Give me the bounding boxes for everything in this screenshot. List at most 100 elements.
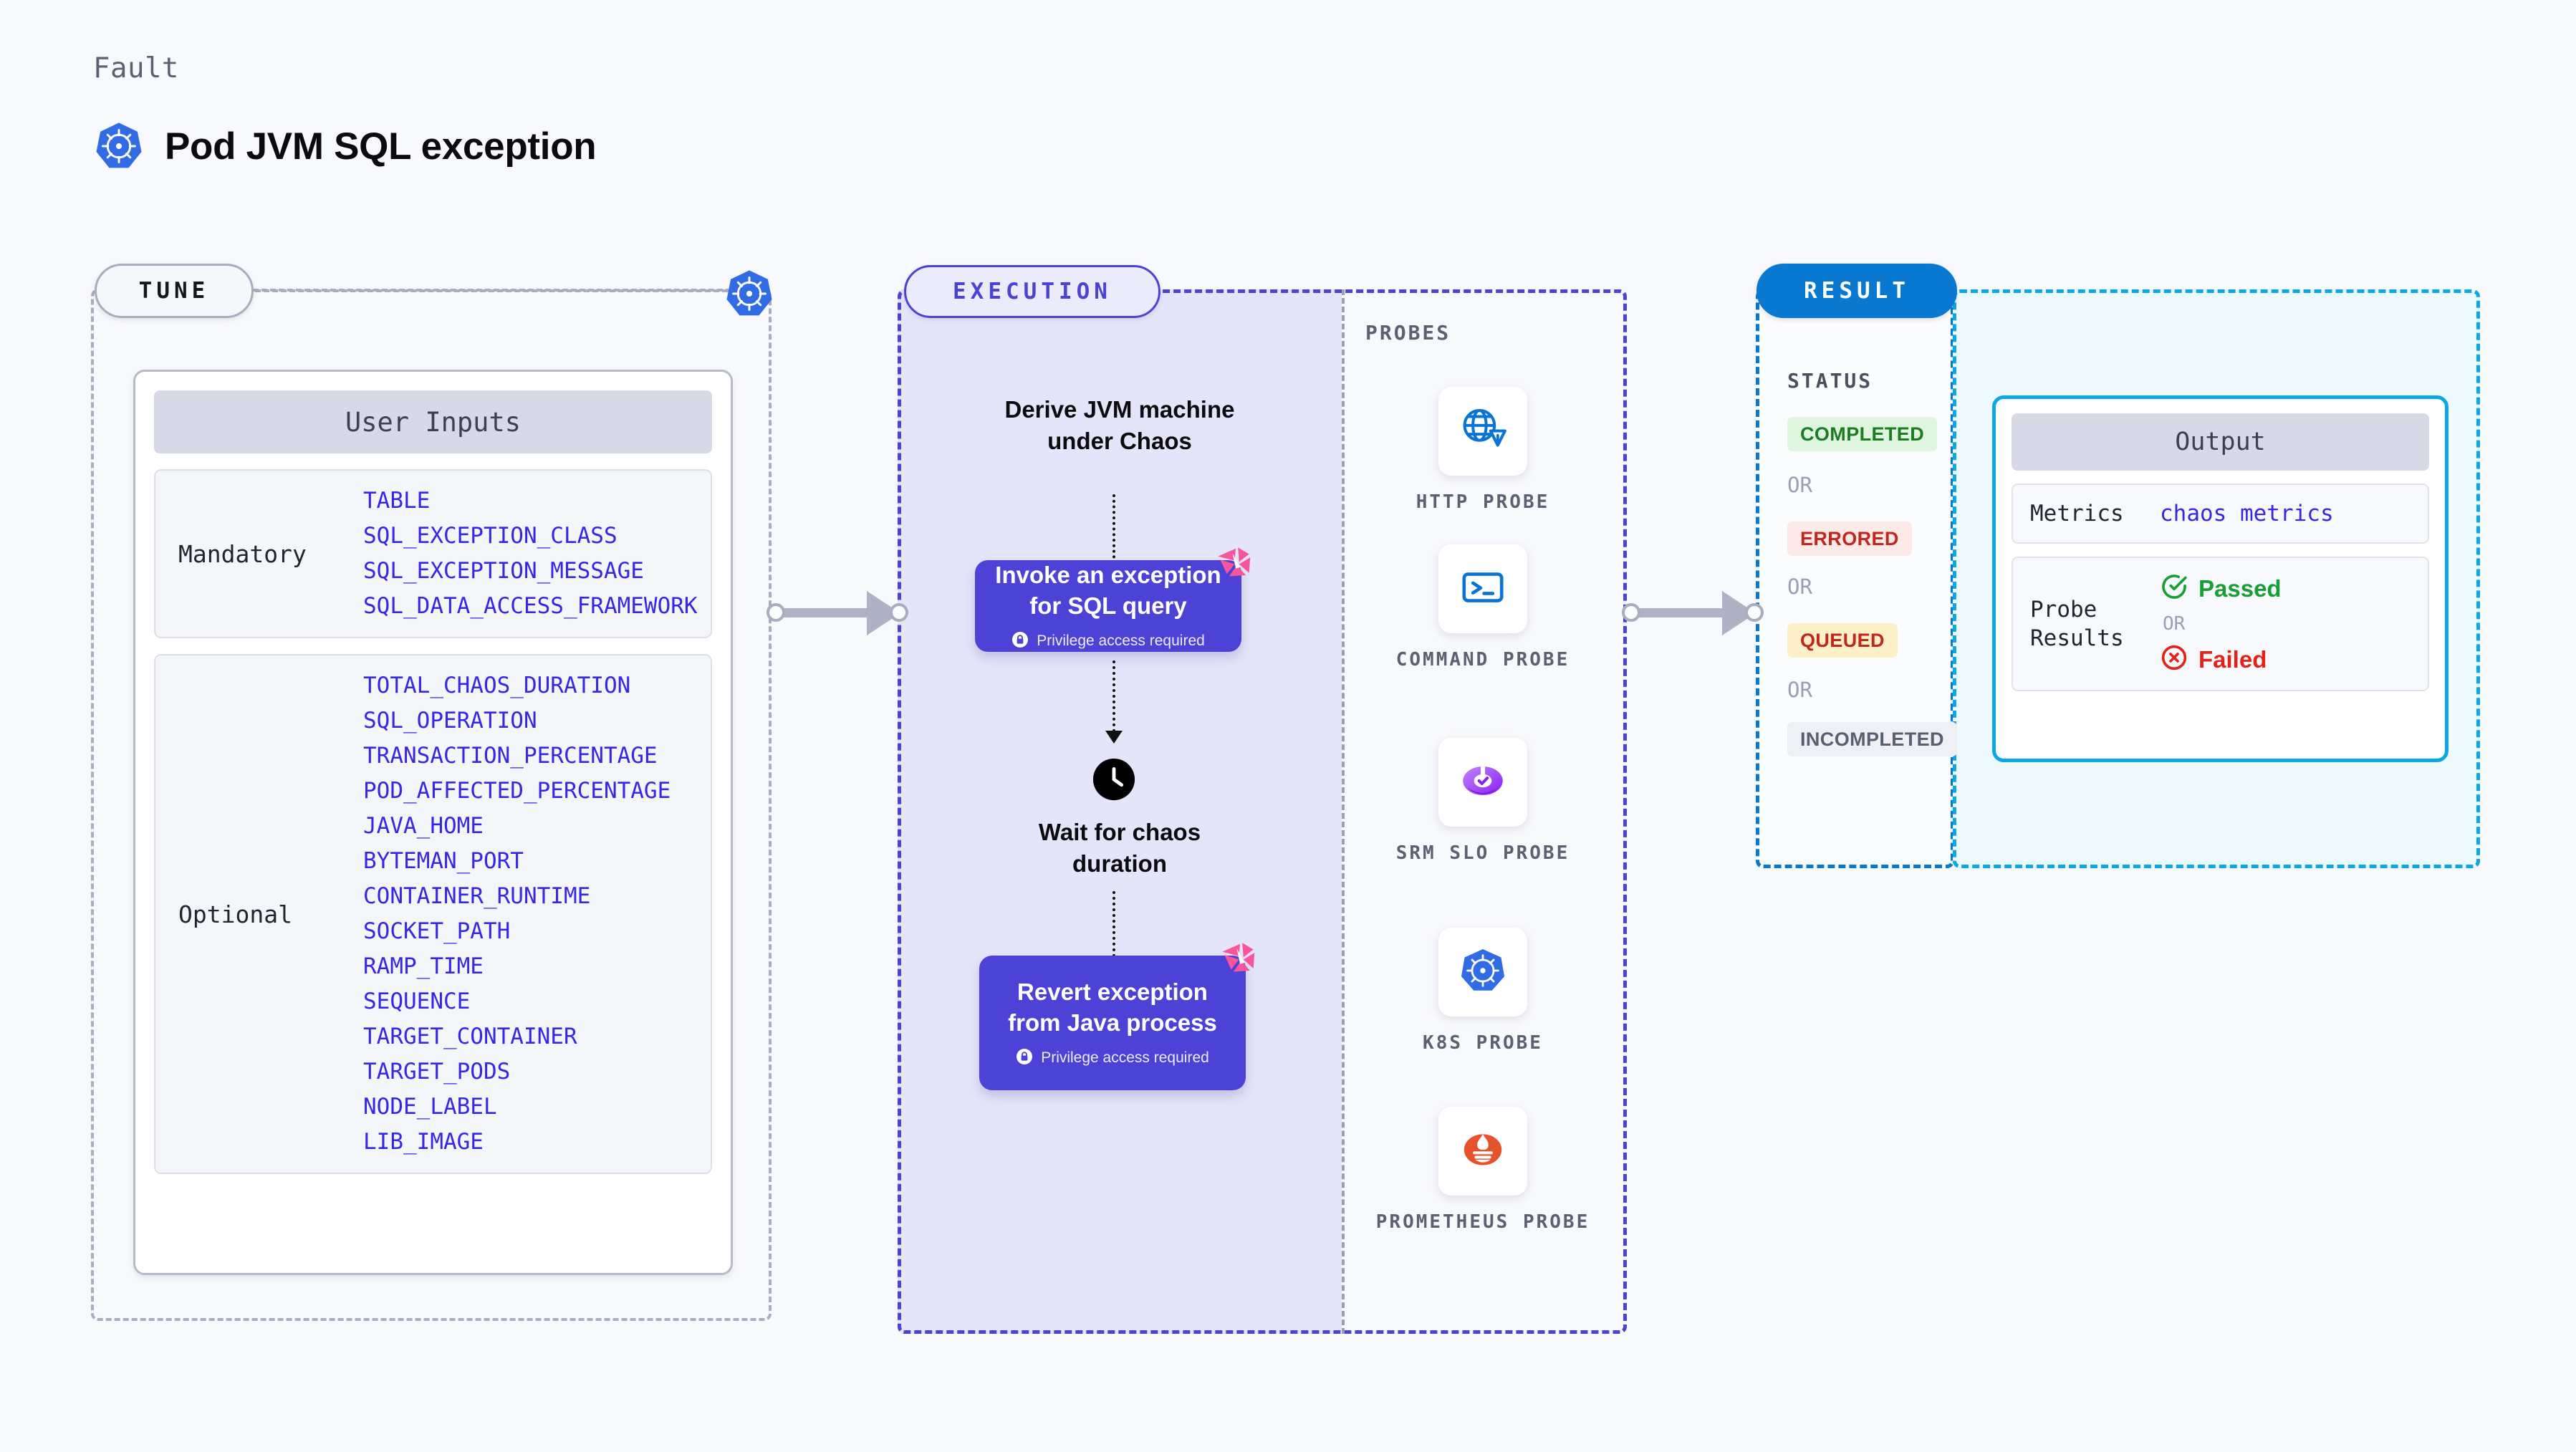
list-item[interactable]: RAMP_TIME: [363, 953, 484, 979]
probes-label: PROBES: [1365, 321, 1451, 345]
execution-panel: [898, 289, 1627, 1334]
list-item[interactable]: SQL_EXCEPTION_CLASS: [363, 523, 617, 549]
litmus-badge-icon: [1211, 543, 1256, 587]
status-badge-incompleted: INCOMPLETED: [1787, 722, 1957, 756]
execution-panel-fill: [898, 289, 1342, 1334]
list-item[interactable]: LIB_IMAGE: [363, 1129, 484, 1155]
privilege-note: Privilege access required: [1016, 1048, 1209, 1069]
probe-label: HTTP PROBE: [1416, 491, 1550, 513]
probes-divider: [1342, 289, 1345, 1334]
flow-arrow-2-head: [1105, 731, 1123, 744]
user-inputs-card: User Inputs Mandatory TABLE SQL_EXCEPTIO…: [133, 370, 733, 1275]
lock-icon: [1016, 1048, 1033, 1069]
list-item[interactable]: JAVA_HOME: [363, 813, 484, 839]
list-item[interactable]: SQL_EXCEPTION_MESSAGE: [363, 558, 644, 584]
list-item[interactable]: BYTEMAN_PORT: [363, 848, 524, 874]
kubernetes-icon: [93, 120, 145, 172]
probe-tile: [1438, 738, 1527, 827]
lock-icon: [1011, 631, 1029, 652]
litmus-badge-icon: [1216, 938, 1260, 983]
list-item[interactable]: SQL_DATA_ACCESS_FRAMEWORK: [363, 593, 698, 619]
output-title: Output: [2012, 413, 2429, 471]
flow-arrow-3: [1112, 891, 1115, 963]
probe-command[interactable]: COMMAND PROBE: [1375, 544, 1590, 673]
output-metrics-row: Metrics chaos metrics: [2012, 484, 2429, 544]
exec-box-title: Invoke an exception for SQL query: [995, 562, 1221, 619]
probe-or-label: OR: [2163, 613, 2186, 635]
execution-step-revert-exception[interactable]: Revert exception from Java process Privi…: [979, 943, 1255, 1090]
list-item[interactable]: TARGET_CONTAINER: [363, 1024, 577, 1049]
list-item[interactable]: NODE_LABEL: [363, 1094, 497, 1120]
probe-http[interactable]: HTTP PROBE: [1375, 387, 1590, 515]
flow-arrow-1: [1112, 494, 1115, 569]
list-item[interactable]: SEQUENCE: [363, 989, 471, 1014]
privilege-note: Privilege access required: [1011, 631, 1205, 652]
probe-label: SRM SLO PROBE: [1395, 842, 1570, 864]
status-badge-queued: QUEUED: [1787, 623, 1898, 658]
status-badge-errored: ERRORED: [1787, 521, 1912, 556]
output-probe-results-row: Probe Results Passed OR: [2012, 557, 2429, 692]
probe-label: K8S PROBE: [1423, 1032, 1543, 1054]
flow-arrow-2: [1112, 660, 1115, 732]
probe-k8s[interactable]: K8S PROBE: [1375, 928, 1590, 1056]
exec-box-title: Revert exception from Java process: [1008, 979, 1217, 1036]
passed-text: Passed: [2198, 574, 2282, 602]
page-kicker: Fault: [93, 52, 179, 85]
execution-section-label: EXECUTION: [904, 265, 1160, 318]
execution-step-invoke-exception[interactable]: Invoke an exception for SQL query Privil…: [975, 547, 1251, 652]
probe-result-failed: Failed: [2160, 643, 2282, 675]
mandatory-inputs-group: Mandatory TABLE SQL_EXCEPTION_CLASS SQL_…: [154, 469, 712, 638]
srm-slo-icon: [1456, 754, 1509, 811]
terminal-icon: [1456, 561, 1509, 617]
tune-dashed-connector: [255, 289, 728, 292]
status-or: OR: [1787, 678, 1812, 702]
probe-prometheus[interactable]: PROMETHEUS PROBE: [1375, 1107, 1590, 1235]
tune-section-label: TUNE: [95, 264, 254, 318]
execution-step-derive-jvm: Derive JVM machine under Chaos: [1004, 396, 1235, 454]
output-card: Output Metrics chaos metrics Probe Resul…: [1992, 395, 2448, 762]
list-item[interactable]: TRANSACTION_PERCENTAGE: [363, 743, 658, 769]
page-title: Pod JVM SQL exception: [165, 125, 597, 168]
list-item[interactable]: TARGET_PODS: [363, 1059, 511, 1085]
probe-srm-slo[interactable]: SRM SLO PROBE: [1375, 738, 1590, 866]
probe-tile: [1438, 1107, 1527, 1196]
probe-tile: [1438, 544, 1527, 633]
user-inputs-title: User Inputs: [154, 390, 712, 453]
list-item[interactable]: TABLE: [363, 488, 431, 514]
mandatory-items: TABLE SQL_EXCEPTION_CLASS SQL_EXCEPTION_…: [363, 484, 698, 624]
result-panel: [1756, 289, 1954, 868]
failed-text: Failed: [2198, 645, 2267, 673]
probe-tile: [1438, 387, 1527, 476]
result-section-label: RESULT: [1756, 264, 1957, 318]
status-or: OR: [1787, 473, 1812, 497]
list-item[interactable]: SOCKET_PATH: [363, 918, 511, 944]
list-item[interactable]: TOTAL_CHAOS_DURATION: [363, 673, 631, 698]
probe-label: PROMETHEUS PROBE: [1375, 1211, 1590, 1233]
check-circle-icon: [2160, 572, 2188, 605]
kubernetes-icon: [1456, 944, 1509, 1001]
privilege-note-text: Privilege access required: [1037, 633, 1205, 650]
probe-results-values: Passed OR Failed: [2160, 572, 2282, 675]
status-badge-completed: COMPLETED: [1787, 417, 1938, 451]
list-item[interactable]: SQL_OPERATION: [363, 708, 537, 734]
execution-step-wait-duration: Wait for chaos duration: [1038, 819, 1201, 877]
clock-icon: [1092, 757, 1136, 802]
probe-tile: [1438, 928, 1527, 1016]
probe-result-passed: Passed: [2160, 572, 2282, 605]
status-or: OR: [1787, 574, 1812, 599]
optional-inputs-group: Optional TOTAL_CHAOS_DURATION SQL_OPERAT…: [154, 654, 712, 1174]
prometheus-icon: [1456, 1123, 1509, 1180]
list-item[interactable]: POD_AFFECTED_PERCENTAGE: [363, 778, 671, 804]
probe-label: COMMAND PROBE: [1395, 649, 1570, 670]
mandatory-label: Mandatory: [178, 539, 307, 568]
kubernetes-icon: [724, 268, 775, 319]
status-label: STATUS: [1787, 369, 1873, 393]
page-header: Pod JVM SQL exception: [93, 120, 597, 172]
connector-execution-to-result: [1622, 591, 1765, 635]
globe-warning-icon: [1456, 403, 1509, 460]
list-item[interactable]: CONTAINER_RUNTIME: [363, 883, 591, 909]
privilege-note-text: Privilege access required: [1041, 1049, 1209, 1067]
optional-items: TOTAL_CHAOS_DURATION SQL_OPERATION TRANS…: [363, 668, 671, 1160]
metrics-value[interactable]: chaos metrics: [2160, 501, 2334, 527]
